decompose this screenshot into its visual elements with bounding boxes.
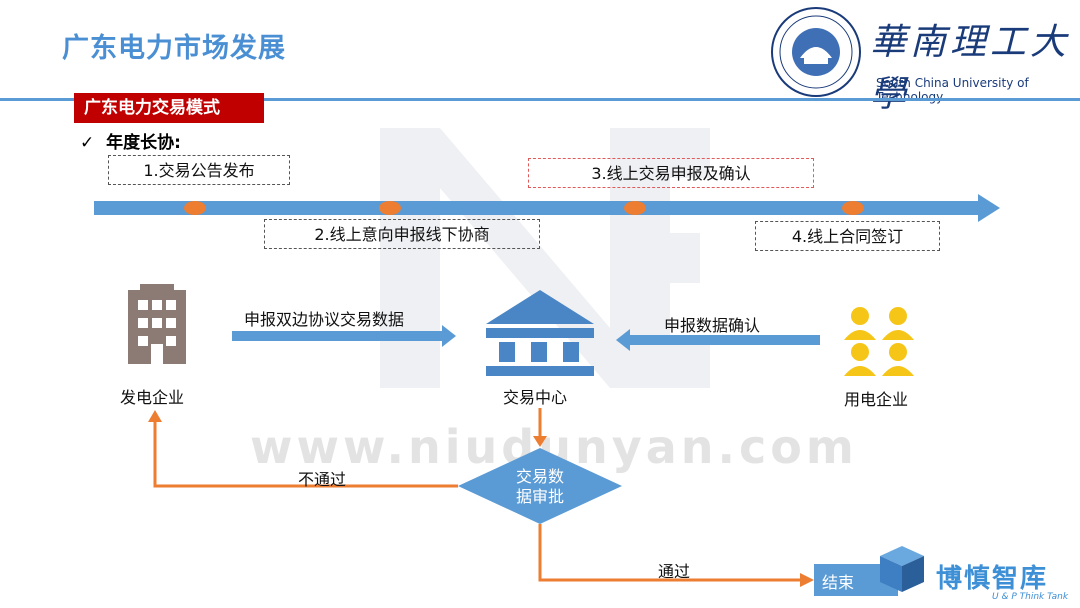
brand-cube-icon bbox=[880, 546, 924, 592]
bullet-annual-contract: ✓ 年度长协: bbox=[80, 128, 181, 153]
pass-label: 通过 bbox=[658, 562, 691, 581]
timeline-arrow bbox=[94, 194, 1000, 222]
header-divider bbox=[0, 98, 1080, 101]
timeline-node-1 bbox=[184, 201, 206, 215]
brand-name: 博慎智库 bbox=[936, 564, 1049, 594]
people-group-icon bbox=[844, 307, 914, 376]
arrow-to-exchange bbox=[232, 325, 456, 347]
university-name-cn: 華南理工大學 bbox=[870, 22, 1071, 115]
timeline-node-3 bbox=[624, 201, 646, 215]
exchange-building-icon bbox=[486, 290, 594, 376]
timeline-step-2: 2.线上意向申报线下协商 bbox=[264, 219, 540, 249]
generator-label: 发电企业 bbox=[120, 388, 185, 407]
timeline-node-4 bbox=[842, 201, 864, 215]
consumer-label: 用电企业 bbox=[844, 390, 909, 409]
arrow-left-label: 申报双边协议交易数据 bbox=[244, 310, 405, 329]
page-title: 广东电力市场发展 bbox=[62, 33, 286, 64]
decision-label: 交易数 据审批 bbox=[500, 467, 580, 507]
decision-line-2: 据审批 bbox=[515, 487, 564, 506]
pass-path bbox=[538, 524, 803, 582]
reject-path bbox=[153, 420, 458, 488]
decision-diamond bbox=[458, 448, 622, 524]
end-label: 结束 bbox=[822, 573, 855, 592]
university-seal-icon bbox=[771, 7, 861, 97]
timeline-step-1: 1.交易公告发布 bbox=[108, 155, 290, 185]
timeline-node-2 bbox=[379, 201, 401, 215]
timeline-step-3: 3.线上交易申报及确认 bbox=[528, 158, 814, 188]
timeline-step-4: 4.线上合同签订 bbox=[755, 221, 940, 251]
section-tag: 广东电力交易模式 bbox=[74, 93, 264, 123]
factory-building-icon bbox=[128, 284, 186, 364]
exchange-label: 交易中心 bbox=[503, 388, 568, 407]
reject-label: 不通过 bbox=[298, 470, 347, 489]
checkmark-icon: ✓ bbox=[80, 133, 95, 153]
decision-line-1: 交易数 bbox=[515, 467, 564, 486]
ne-watermark-logo bbox=[380, 128, 710, 388]
brand-subtitle: U & P Think Tank bbox=[992, 592, 1069, 602]
arrow-right-label: 申报数据确认 bbox=[664, 316, 761, 335]
bullet-text: 年度长协: bbox=[106, 133, 181, 153]
arrow-from-consumer bbox=[616, 329, 820, 351]
